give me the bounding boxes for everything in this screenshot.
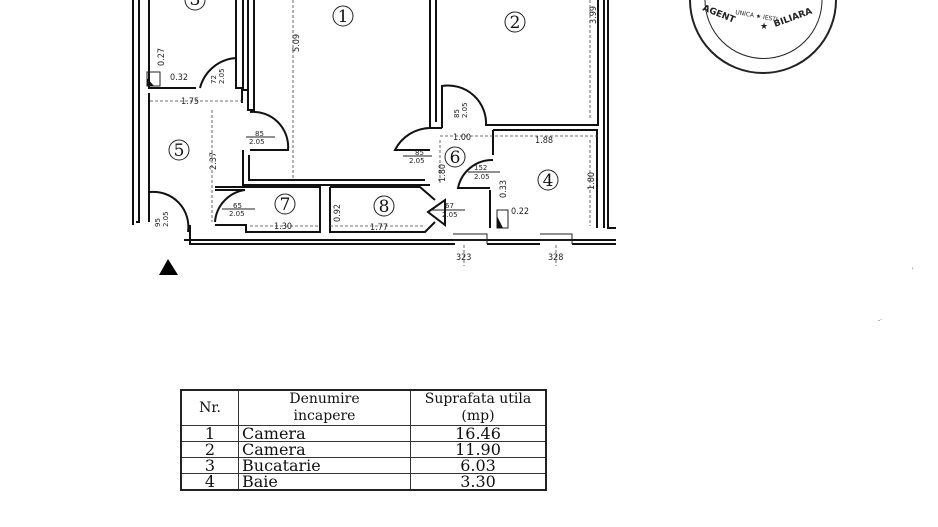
room-label-4: 4 — [537, 169, 559, 191]
room-label-3: 3 — [184, 0, 206, 11]
room-label-8: 8 — [373, 195, 395, 217]
stamp-seal: AGENT ★ BILIARA UNICA ★ IESTI — [689, 0, 837, 74]
svg-text:2.05: 2.05 — [442, 211, 458, 219]
door-label: 852.05 — [246, 130, 275, 146]
svg-text:2.05: 2.05 — [474, 173, 490, 181]
room-label-7: 7 — [274, 193, 296, 215]
svg-text:2.05: 2.05 — [218, 68, 226, 84]
svg-text:8: 8 — [379, 197, 390, 217]
svg-text:0.32: 0.32 — [170, 73, 188, 83]
svg-text:85: 85 — [255, 130, 264, 138]
svg-text:3: 3 — [190, 0, 201, 10]
svg-text:67: 67 — [445, 202, 454, 210]
svg-text:328: 328 — [548, 253, 563, 263]
svg-text:6: 6 — [450, 148, 461, 168]
header-area: Suprafata utila(mp) — [410, 389, 547, 426]
door-label: 652.05 — [222, 202, 255, 218]
svg-text:2.05: 2.05 — [461, 102, 469, 118]
svg-text:2.05: 2.05 — [162, 211, 170, 227]
svg-text:65: 65 — [233, 202, 242, 210]
svg-text:72: 72 — [210, 75, 218, 84]
svg-text:2.05: 2.05 — [229, 210, 245, 218]
triangle-icon — [159, 259, 178, 275]
svg-text:1.80: 1.80 — [438, 164, 448, 182]
svg-text:152: 152 — [474, 164, 487, 172]
door-label: 672.05 — [432, 202, 465, 219]
svg-text:0.27: 0.27 — [157, 48, 167, 66]
svg-text:4: 4 — [543, 171, 554, 191]
walls — [132, 0, 616, 245]
svg-text:85: 85 — [415, 149, 424, 157]
svg-text:1.77: 1.77 — [370, 223, 388, 233]
room-label-1: 1 — [332, 5, 354, 27]
svg-text:95: 95 — [154, 218, 162, 227]
header-nr: Nr. — [180, 389, 239, 426]
svg-text:323: 323 — [456, 253, 471, 263]
svg-text:1.75: 1.75 — [181, 97, 199, 107]
dimension-labels: 5.09 3.99 1.75 0.32 0.27 2.37 1.00 1.80 … — [157, 6, 599, 263]
room-label-6: 6 — [444, 146, 466, 168]
door-label: 852.05 — [403, 149, 432, 165]
svg-text:2: 2 — [510, 13, 521, 33]
svg-text:AGENT: AGENT — [701, 4, 737, 26]
svg-text:1.80: 1.80 — [587, 172, 597, 190]
room-label-5: 5 — [168, 139, 190, 161]
svg-text:85: 85 — [453, 109, 461, 118]
svg-text:0.33: 0.33 — [499, 180, 509, 198]
svg-text:1: 1 — [338, 7, 349, 27]
svg-text:UNICA ★ IESTI: UNICA ★ IESTI — [735, 9, 779, 23]
svg-text:3.99: 3.99 — [589, 6, 599, 24]
svg-text:0.22: 0.22 — [511, 207, 529, 217]
room-labels: 1 2 3 4 5 6 7 8 — [168, 0, 559, 217]
svg-text:1.88: 1.88 — [535, 136, 553, 146]
svg-text:0.92: 0.92 — [333, 204, 343, 222]
svg-text:5.09: 5.09 — [292, 34, 302, 52]
svg-text:BILIARA: BILIARA — [773, 7, 814, 30]
svg-text:-·: -· — [878, 317, 882, 324]
dimension-lines — [150, 0, 598, 266]
svg-text:': ' — [912, 267, 914, 274]
svg-text:5: 5 — [174, 141, 185, 161]
svg-text:7: 7 — [280, 195, 291, 215]
svg-text:1.30: 1.30 — [274, 222, 292, 232]
svg-text:2.05: 2.05 — [249, 138, 265, 146]
svg-text:2.05: 2.05 — [409, 157, 425, 165]
svg-text:2.37: 2.37 — [209, 152, 219, 170]
door-swings — [149, 56, 494, 233]
svg-text:★: ★ — [760, 22, 768, 32]
room-label-2: 2 — [504, 11, 526, 33]
svg-text:1.00: 1.00 — [453, 133, 471, 143]
